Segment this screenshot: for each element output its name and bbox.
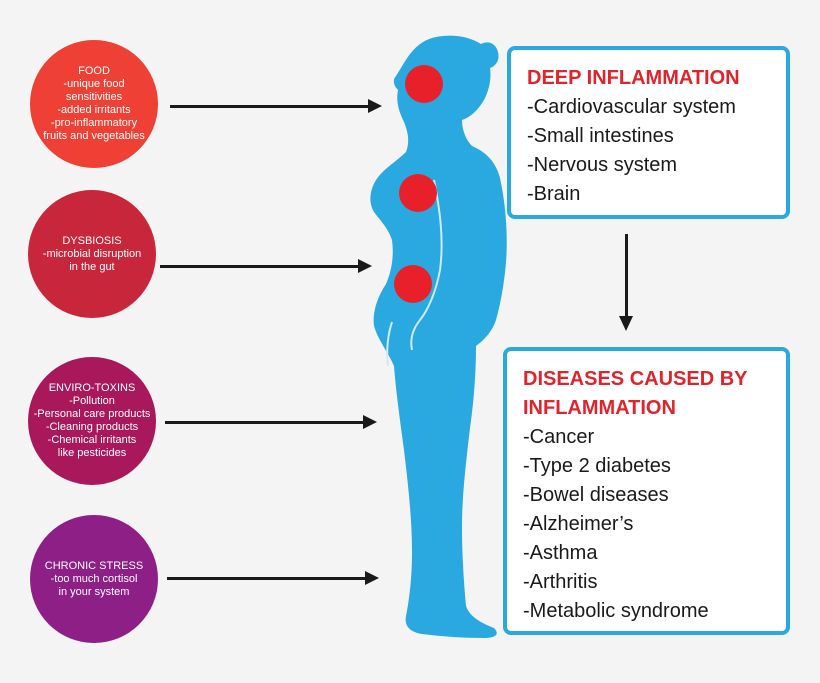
cause-line: in your system — [58, 585, 130, 598]
diseases-title-line2: INFLAMMATION — [523, 397, 676, 419]
cause-line: in the gut — [69, 260, 115, 273]
deep-inflammation-box: DEEP INFLAMMATION -Cardiovascular system… — [507, 46, 790, 219]
list-item: -Cardiovascular system — [527, 96, 736, 118]
deep-inflammation-title: DEEP INFLAMMATION — [527, 67, 740, 89]
waist-outline — [386, 321, 393, 367]
cause-circle-food: FOOD -unique food sensitivities -added i… — [30, 40, 158, 168]
cause-line: fruits and vegetables — [43, 130, 145, 142]
list-item: -Cancer — [523, 426, 595, 448]
inflammation-hotspot-gut — [394, 265, 432, 303]
cause-line: like pesticides — [57, 447, 127, 459]
cause-line: DYSBIOSIS — [62, 234, 122, 247]
silhouette-body — [370, 35, 507, 639]
inflammation-hotspot-chest — [399, 174, 437, 212]
diseases-box: DISEASES CAUSED BY INFLAMMATION -Cancer … — [503, 347, 790, 635]
cause-line: -pro-inflammatory — [50, 117, 138, 129]
list-item: -Bowel diseases — [523, 484, 669, 506]
arrow-right-icon — [165, 415, 377, 429]
arrow-right-icon — [160, 259, 372, 273]
list-item: -Arthritis — [523, 571, 598, 593]
cause-line: -microbial disruption — [42, 247, 142, 260]
arm-outline — [410, 179, 443, 351]
arrow-down-icon — [625, 234, 628, 318]
cause-line: ENVIRO-TOXINS — [48, 382, 136, 394]
cause-line: -added irritants — [57, 104, 131, 116]
arrow-right-icon — [167, 571, 379, 585]
list-item: -Small intestines — [527, 125, 674, 147]
cause-line: -Cleaning products — [45, 421, 139, 433]
cause-circle-enviro-toxins: ENVIRO-TOXINS -Pollution -Personal care … — [28, 357, 156, 485]
diseases-title-line1: DISEASES CAUSED BY — [523, 368, 748, 390]
cause-line: -Chemical irritants — [47, 434, 137, 446]
arrow-right-icon — [170, 99, 382, 113]
cause-line: FOOD — [78, 65, 110, 77]
list-item: -Metabolic syndrome — [523, 600, 709, 622]
cause-line: -Pollution — [69, 395, 115, 407]
cause-line: -unique food — [63, 78, 125, 90]
inflammation-hotspot-head — [405, 65, 443, 103]
list-item: -Nervous system — [527, 154, 678, 176]
list-item: -Brain — [527, 183, 581, 205]
cause-circle-chronic-stress: CHRONIC STRESS -too much cortisol in you… — [30, 515, 158, 643]
deep-inflammation-list: -Cardiovascular system -Small intestines… — [527, 93, 770, 209]
cause-line: sensitivities — [65, 91, 123, 103]
diseases-list: -Cancer -Type 2 diabetes -Bowel diseases… — [523, 423, 770, 626]
list-item: -Type 2 diabetes — [523, 455, 671, 477]
cause-line: CHRONIC STRESS — [44, 559, 144, 572]
cause-line: -too much cortisol — [50, 572, 138, 585]
arrow-down-head — [619, 316, 633, 331]
list-item: -Asthma — [523, 542, 598, 564]
cause-line: -Personal care products — [33, 408, 151, 420]
cause-circle-dysbiosis: DYSBIOSIS -microbial disruption in the g… — [28, 190, 156, 318]
list-item: -Alzheimer’s — [523, 513, 634, 535]
